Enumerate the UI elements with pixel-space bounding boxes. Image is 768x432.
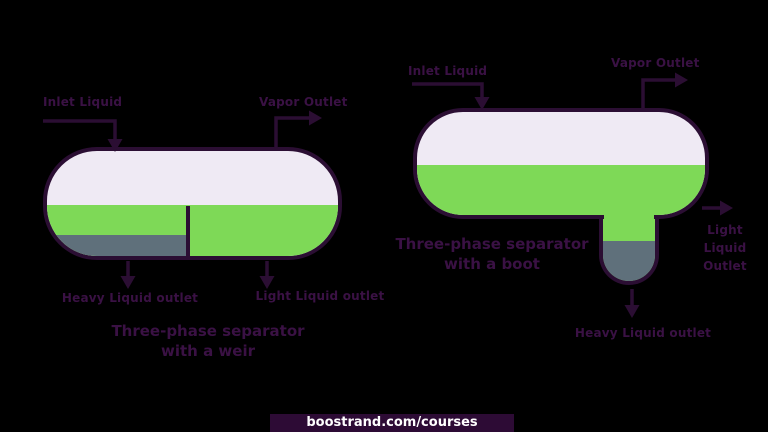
weir-plate [186, 206, 190, 256]
caption-boot-line2: with a boot [444, 255, 540, 273]
light-liquid-outlet-line3: Outlet [703, 259, 747, 273]
heavy-liquid-outlet-label-boot: Heavy Liquid outlet [574, 326, 712, 340]
separator-vessel-boot [413, 108, 709, 219]
vapor-outlet-arrow-boot [641, 72, 688, 108]
heavy-outlet-arrow-boot [624, 289, 640, 318]
caption-weir-line1: Three-phase separator [111, 322, 305, 340]
light-outlet-arrow-weir [259, 261, 275, 289]
heavy-liquid-layer-weir [47, 235, 188, 256]
separator-vessel-weir [43, 147, 342, 260]
vapor-outlet-arrow-weir [274, 110, 322, 149]
caption-weir-line2: with a weir [161, 342, 255, 360]
inlet-liquid-label-weir: Inlet Liquid [43, 95, 123, 109]
heavy-outlet-arrow-weir [120, 261, 136, 289]
caption-weir: Three-phase separator with a weir [98, 321, 318, 361]
inlet-arrow-boot [412, 82, 490, 110]
boot [599, 219, 659, 285]
light-liquid-outlet-label-boot: Light Liquid Outlet [694, 221, 756, 275]
heavy-liquid-outlet-label-weir: Heavy Liquid outlet [61, 291, 199, 305]
footer-url-bar: boostrand.com/courses [270, 414, 514, 432]
light-liquid-outlet-line1: Light [707, 223, 743, 237]
light-outlet-arrow-boot [702, 200, 733, 216]
inlet-liquid-label-boot: Inlet Liquid [408, 64, 488, 78]
boot-junction [604, 209, 654, 222]
caption-boot: Three-phase separator with a boot [382, 234, 602, 274]
vapor-outlet-label-boot: Vapor Outlet [611, 56, 700, 70]
vapor-outlet-label-weir: Vapor Outlet [259, 95, 348, 109]
caption-boot-line1: Three-phase separator [395, 235, 589, 253]
heavy-liquid-layer-boot [603, 241, 655, 281]
light-liquid-outlet-line2: Liquid [703, 241, 747, 255]
light-liquid-outlet-label-weir: Light Liquid outlet [255, 289, 385, 303]
light-liquid-layer-boot [417, 165, 705, 215]
